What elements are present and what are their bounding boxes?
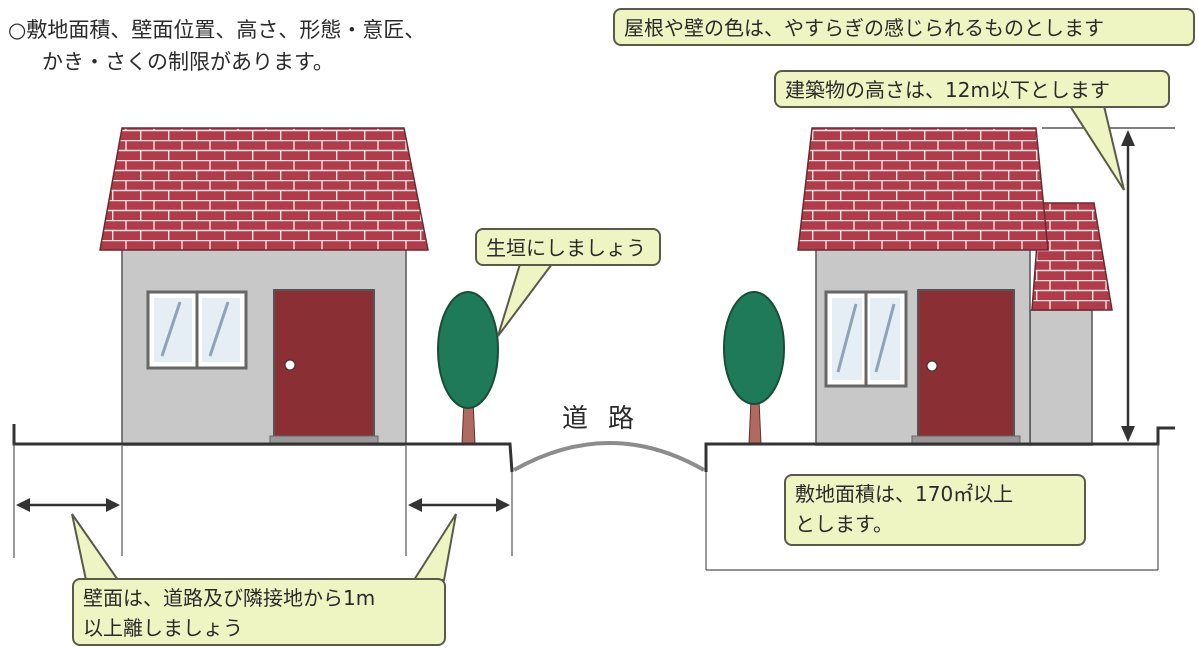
right-hedge-tree	[723, 291, 785, 445]
callout-roof-wall-color-text: 屋根や壁の色は、やすらぎの感じられるものとします	[624, 16, 1104, 40]
left-house	[99, 127, 429, 446]
callout-site-area-line-1: 敷地面積は、170㎡以上	[795, 482, 1014, 506]
callout-tail-setback-right	[412, 513, 457, 581]
right-house-annex-roof	[1031, 202, 1113, 311]
callout-roof-wall-color: 屋根や壁の色は、やすらぎの感じられるものとします	[613, 8, 1195, 46]
setback-arrow-left	[16, 498, 120, 512]
callout-setback: 壁面は、道路及び隣接地から1m 以上離しましょう	[72, 578, 446, 646]
callout-setback-line-1: 壁面は、道路及び隣接地から1m	[83, 586, 376, 610]
callout-hedge: 生垣にしましょう	[475, 228, 661, 266]
header-line-2: かき・さくの制限があります。	[42, 50, 334, 74]
lot-outline	[13, 444, 1159, 571]
road-label: 道路	[562, 404, 655, 434]
left-house-door	[269, 289, 379, 446]
right-house-roof	[797, 127, 1049, 251]
right-house-annex-wall	[1029, 309, 1093, 446]
right-house	[797, 127, 1113, 446]
left-house-roof	[99, 127, 429, 251]
callout-site-area: 敷地面積は、170㎡以上 とします。	[784, 474, 1086, 546]
left-hedge-tree	[437, 291, 499, 445]
callout-tail-hedge	[497, 263, 554, 337]
setback-arrow-right	[408, 498, 510, 512]
callout-tail-height	[1068, 105, 1125, 191]
callout-building-height-text: 建築物の高さは、12m以下とします	[785, 78, 1110, 102]
callout-building-height: 建築物の高さは、12m以下とします	[774, 70, 1170, 108]
right-house-window	[824, 290, 908, 388]
callout-site-area-line-2: とします。	[795, 512, 893, 536]
callout-tail-setback-left	[71, 513, 120, 581]
callout-setback-line-2: 以上離しましょう	[83, 616, 243, 640]
road-surface	[513, 441, 705, 472]
left-house-window	[146, 290, 248, 370]
right-house-door	[911, 289, 1021, 446]
header-note: ○敷地面積、壁面位置、高さ、形態・意匠、 かき・さくの制限があります。	[8, 14, 425, 78]
callout-hedge-text: 生垣にしましょう	[486, 236, 646, 260]
header-line-1: ○敷地面積、壁面位置、高さ、形態・意匠、	[8, 18, 426, 42]
